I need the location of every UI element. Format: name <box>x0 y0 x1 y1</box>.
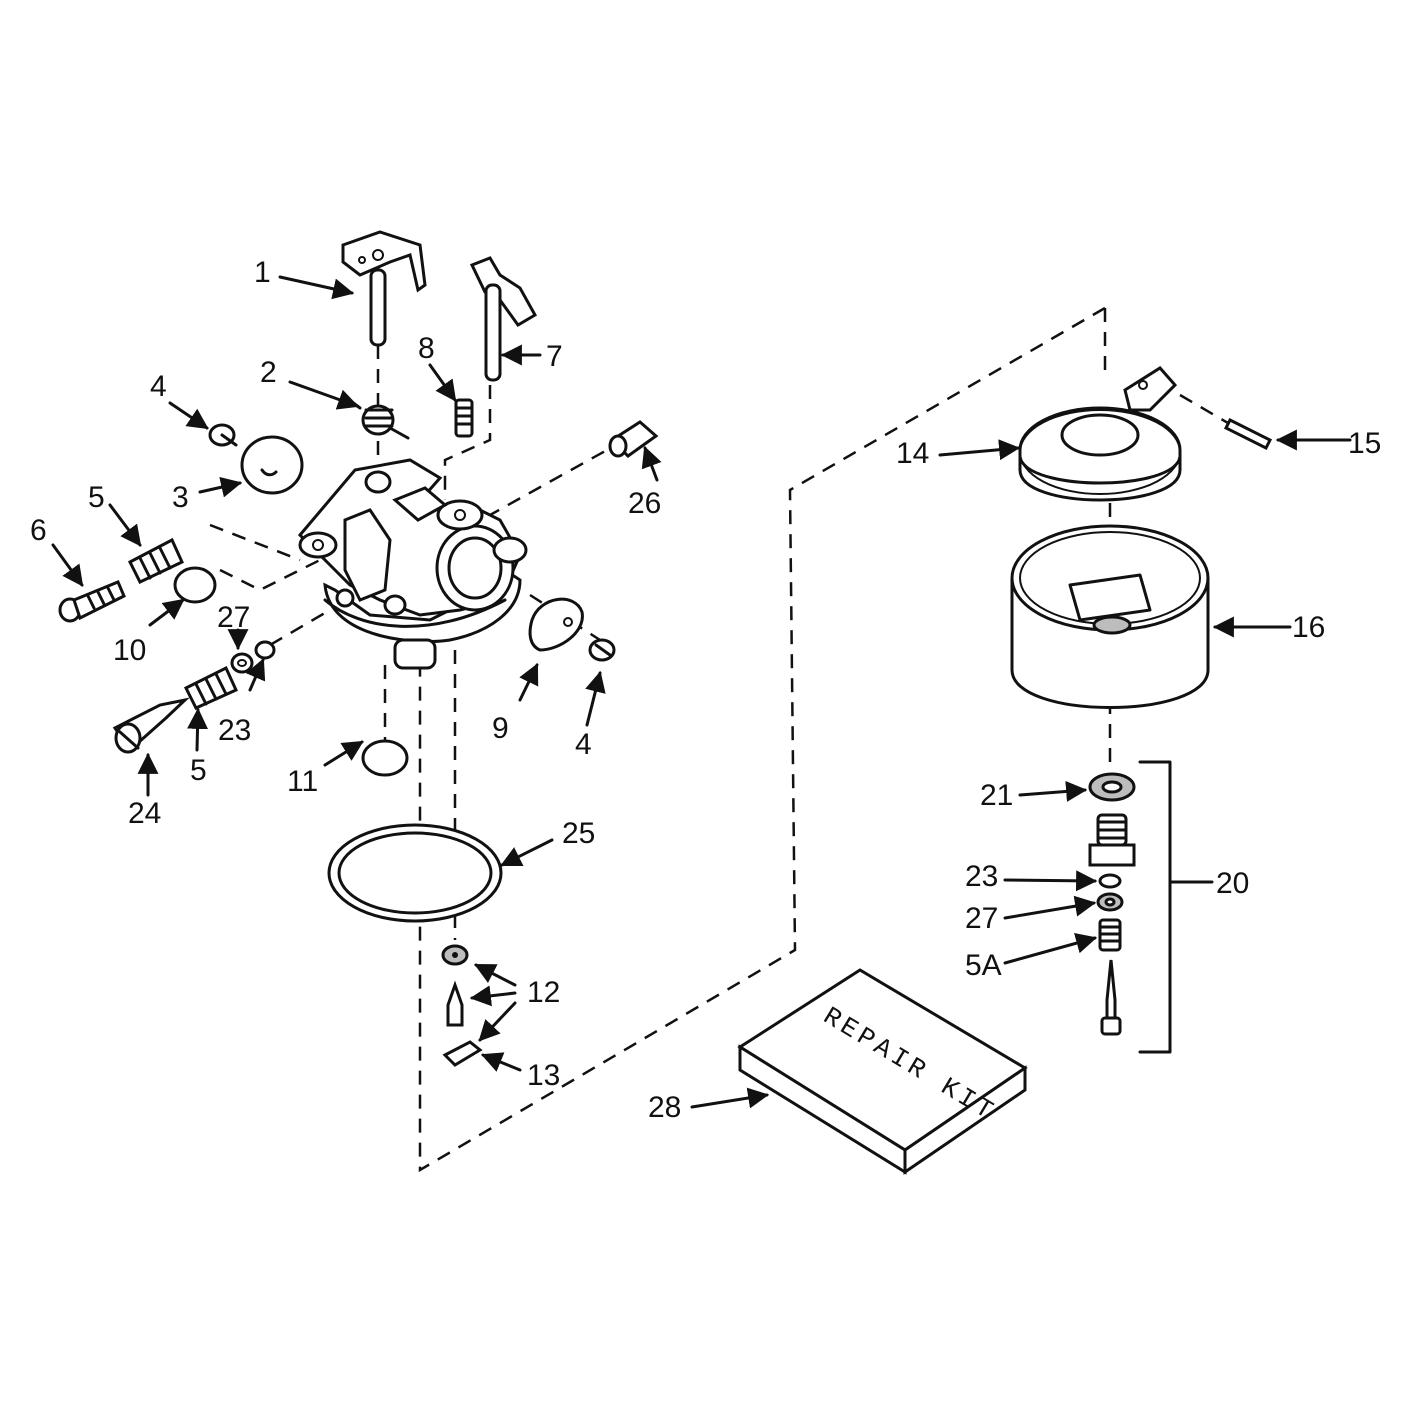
repair-kit-box: REPAIR KIT <box>737 968 1028 1175</box>
bowl-nut-part <box>1088 813 1136 867</box>
callout-10: 10 <box>113 634 146 667</box>
callout-5-upper: 5 <box>88 481 105 514</box>
washer-part-27-left <box>230 652 254 674</box>
callout-20: 20 <box>1216 867 1249 900</box>
callout-11: 11 <box>287 765 318 798</box>
welch-plug-part <box>173 566 217 604</box>
o-ring-part-23-left <box>254 640 276 660</box>
callout-8: 8 <box>418 332 435 365</box>
float-part <box>1018 366 1182 502</box>
callout-1: 1 <box>254 256 271 289</box>
spring-part-lower <box>183 665 238 710</box>
bowl-nut-washer-part <box>1088 772 1136 802</box>
callout-13: 13 <box>527 1059 560 1092</box>
bowl-gasket-part <box>327 823 503 923</box>
choke-spring-part <box>350 400 410 440</box>
throttle-shaft-part <box>469 256 538 382</box>
callout-26: 26 <box>628 487 661 520</box>
alignment-lines <box>209 345 1241 940</box>
o-ring-part-23-right <box>1098 873 1122 889</box>
part-20-bracket <box>1138 760 1214 1054</box>
screw-part-upper <box>208 423 238 447</box>
washer-part-27-right <box>1096 892 1124 912</box>
choke-shaft-part <box>341 230 427 347</box>
float-pin-part <box>1223 417 1273 451</box>
callout-15: 15 <box>1348 427 1381 460</box>
callout-2: 2 <box>260 356 277 389</box>
callout-24: 24 <box>128 797 161 830</box>
callout-27-right: 27 <box>965 902 998 935</box>
callout-14: 14 <box>896 437 929 470</box>
spring-part-5A <box>1098 918 1122 952</box>
callout-6: 6 <box>30 514 47 547</box>
assembly-dashed-outline <box>418 306 1107 1173</box>
throttle-plate-part <box>528 597 584 652</box>
inlet-seat-part <box>441 944 469 966</box>
callout-27-left: 27 <box>217 601 250 634</box>
welch-plug-lower-part <box>361 739 409 777</box>
callout-7: 7 <box>546 340 563 373</box>
spring-part-upper <box>128 537 184 584</box>
callout-4-upper: 4 <box>150 370 167 403</box>
callout-25: 25 <box>562 817 595 850</box>
callout-3: 3 <box>172 481 189 514</box>
needle-clip-part <box>442 1040 483 1067</box>
fuel-inlet-fitting-part <box>608 420 659 458</box>
carburetor-body <box>297 458 528 670</box>
callout-23-right: 23 <box>965 860 998 893</box>
idle-mixture-screw-part <box>58 580 126 623</box>
main-adjust-needle-part <box>112 697 190 754</box>
callout-labels: 1 2 4 3 5 6 8 7 26 10 27 23 5 24 11 9 4 … <box>30 256 1381 1124</box>
callout-16: 16 <box>1292 611 1325 644</box>
choke-plate-part <box>240 435 304 495</box>
callout-5-lower: 5 <box>190 754 207 787</box>
idle-stop-screw-part <box>454 398 474 438</box>
callout-12: 12 <box>527 976 560 1009</box>
float-bowl-part <box>1010 524 1210 709</box>
screw-part-lower <box>588 638 616 662</box>
callout-9: 9 <box>492 712 509 745</box>
callout-21: 21 <box>980 779 1013 812</box>
callout-5A: 5A <box>965 949 1002 982</box>
main-adjust-screw-part <box>1100 959 1122 1036</box>
callout-4-lower: 4 <box>575 728 592 761</box>
inlet-needle-part <box>446 980 464 1027</box>
leader-arrows <box>51 275 1352 1109</box>
callout-23-left: 23 <box>218 714 251 747</box>
callout-28: 28 <box>648 1091 681 1124</box>
